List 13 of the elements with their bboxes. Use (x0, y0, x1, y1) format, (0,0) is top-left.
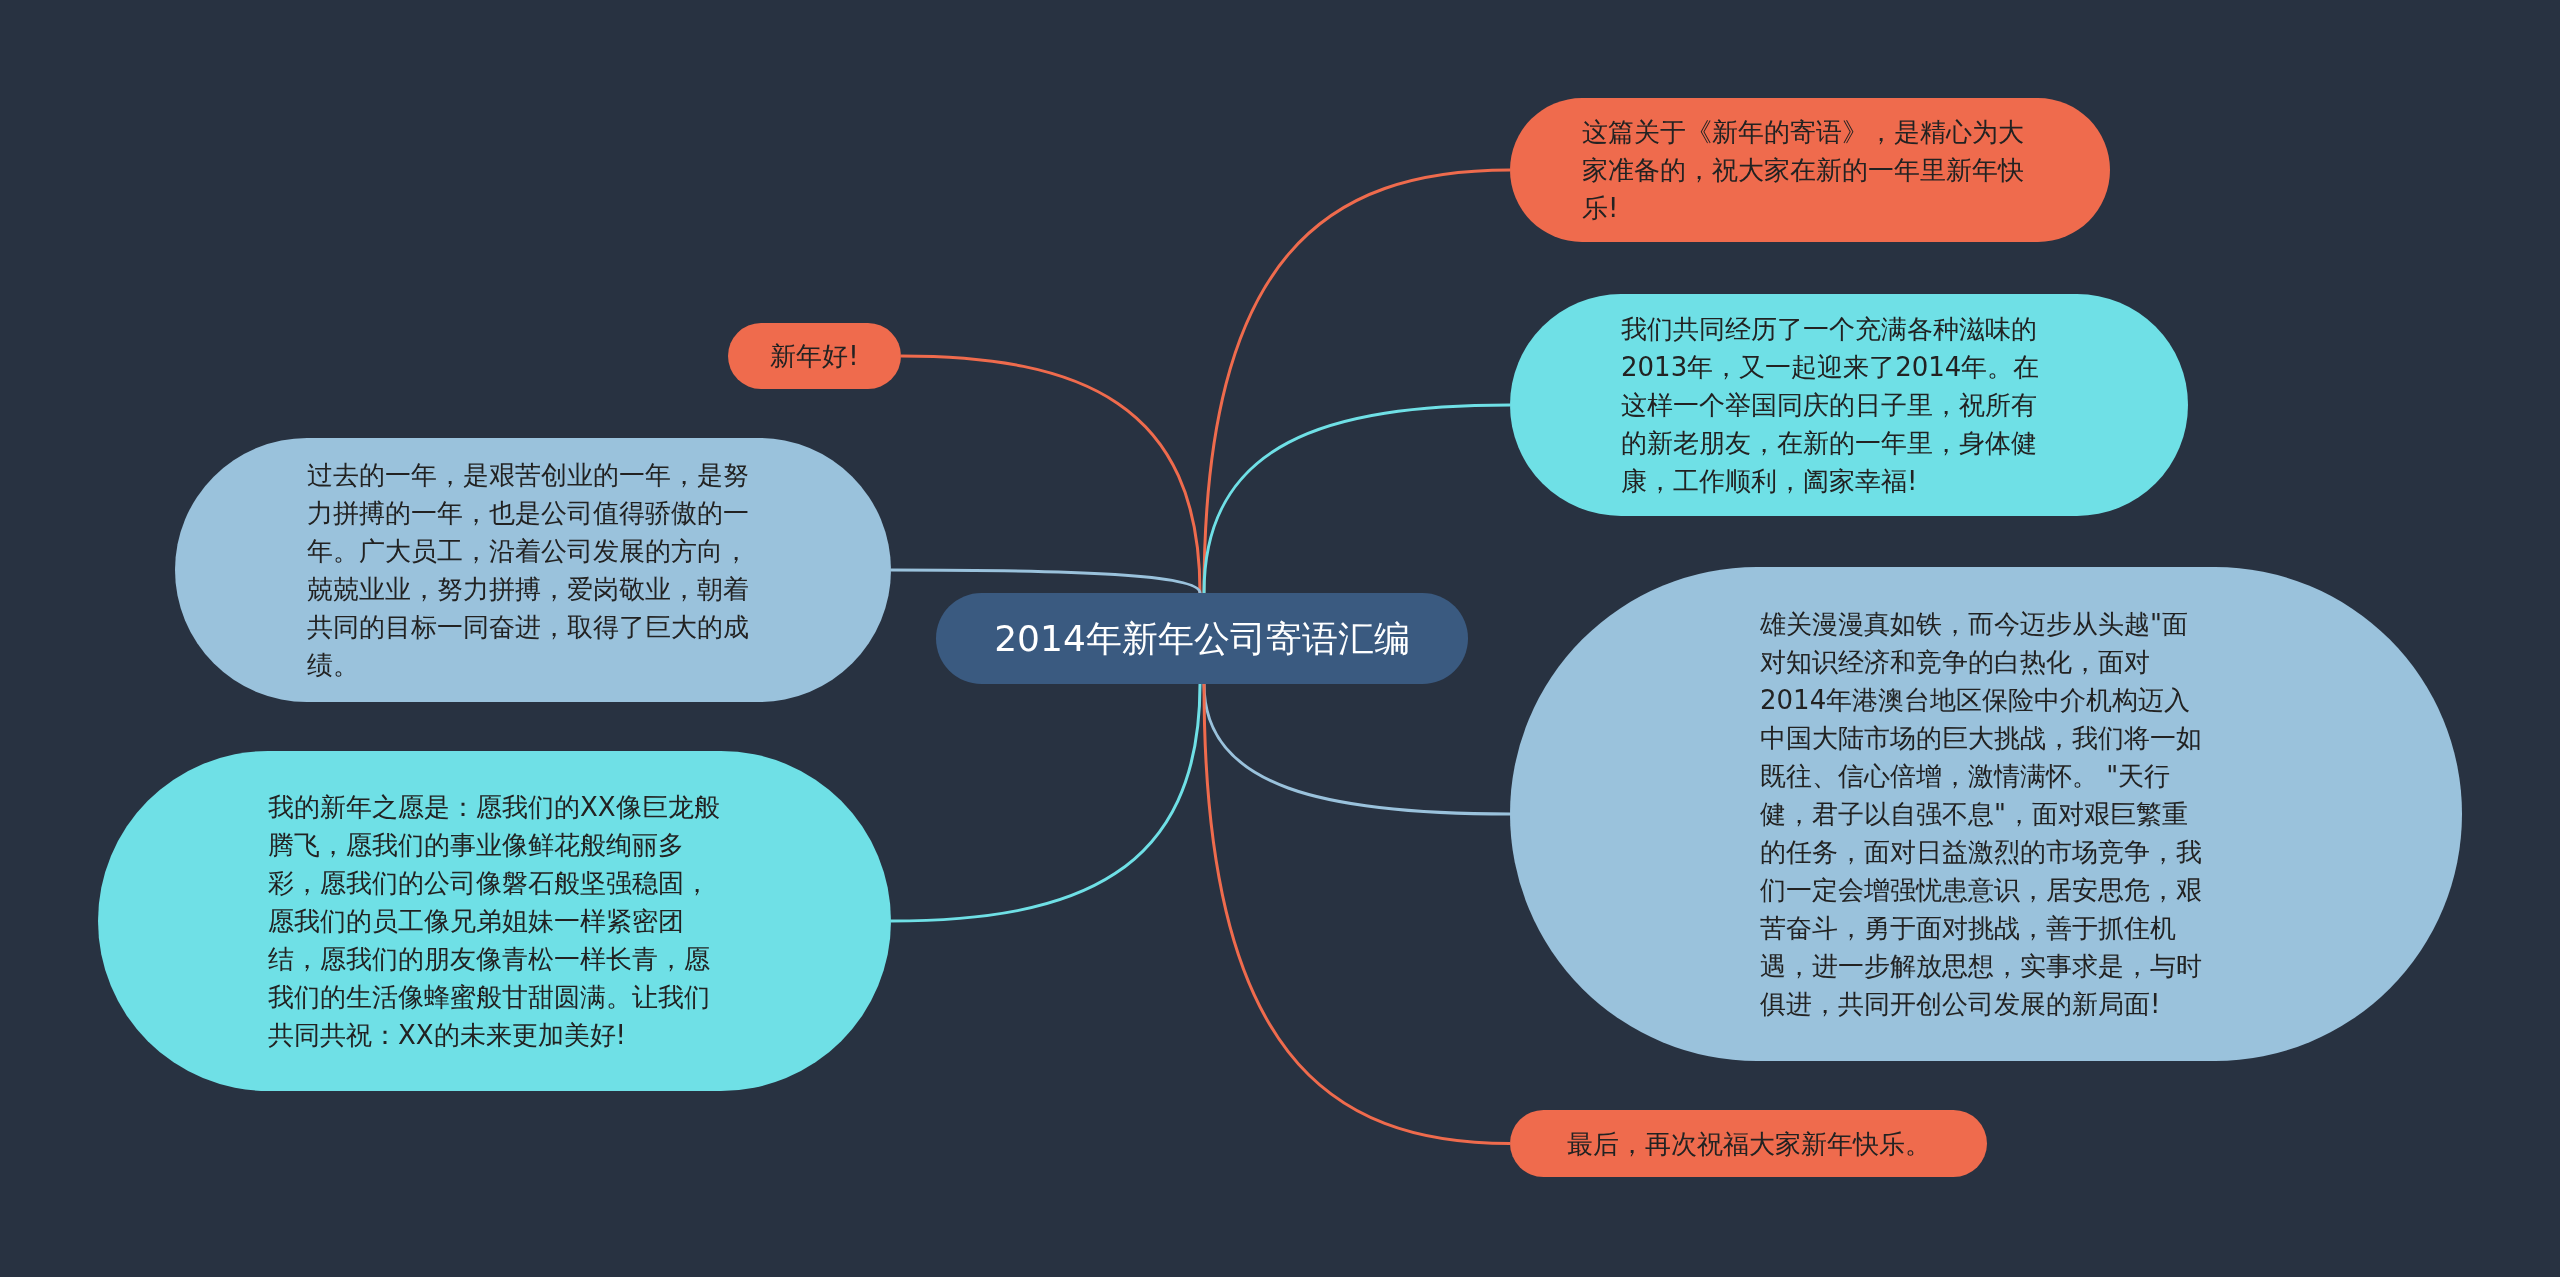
topic-bubble: 我们共同经历了一个充满各种滋味的2013年，又一起迎来了2014年。在这样一个举国同庆的日子里，祝所有的新老朋友，在新的一年里，身体健康，工作顺利，阖家幸福! (1510, 294, 2188, 516)
connector-line (1202, 168, 1511, 594)
topic-bubble: 雄关漫漫真如铁，而今迈步从头越"面对知识经济和竞争的白热化，面对2014年港澳台地区保险中介机构迈入中国大陆市场的巨大挑战，我们将一如既往、信心倍增，激情满怀。 "天行健，君子以自强不息"，面对艰巨繁重的任务，面对日益激烈的市场竞争，我们一定会增强忧患意识，居安思危，艰苦奋斗，勇于面对挑战，善于抓住机遇，进一步解放思想，实事求是，与时俱进，共同开创公司发展的新局面! (1510, 567, 2462, 1061)
connector-line (890, 683, 1202, 923)
topic-bubble: 新年好! (728, 323, 901, 389)
topic-bubble: 这篇关于《新年的寄语》，是精心为大家准备的，祝大家在新的一年里新年快乐! (1510, 98, 2110, 242)
central-topic-box: 2014年新年公司寄语汇编 (936, 593, 1468, 684)
topic-bubble: 我的新年之愿是：愿我们的XX像巨龙般腾飞，愿我们的事业像鲜花般绚丽多彩，愿我们的公司像磐石般坚强稳固，愿我们的员工像兄弟姐妹一样紧密团结，愿我们的朋友像青松一样长青，愿我们的生活像蜂蜜般甘甜圆满。让我们共同共祝：XX的未来更加美好! (98, 751, 891, 1091)
topic-bubble: 过去的一年，是艰苦创业的一年，是努力拼搏的一年，也是公司值得骄傲的一年。广大员工，沿着公司发展的方向，兢兢业业，努力拼搏，爱岗敬业，朝着共同的目标一同奋进，取得了巨大的成绩。 (175, 438, 891, 702)
connector-line (1202, 683, 1511, 1145)
topic-bubble: 最后，再次祝福大家新年快乐。 (1510, 1110, 1987, 1177)
connector-line (1202, 403, 1511, 594)
connector-line (891, 568, 1202, 594)
